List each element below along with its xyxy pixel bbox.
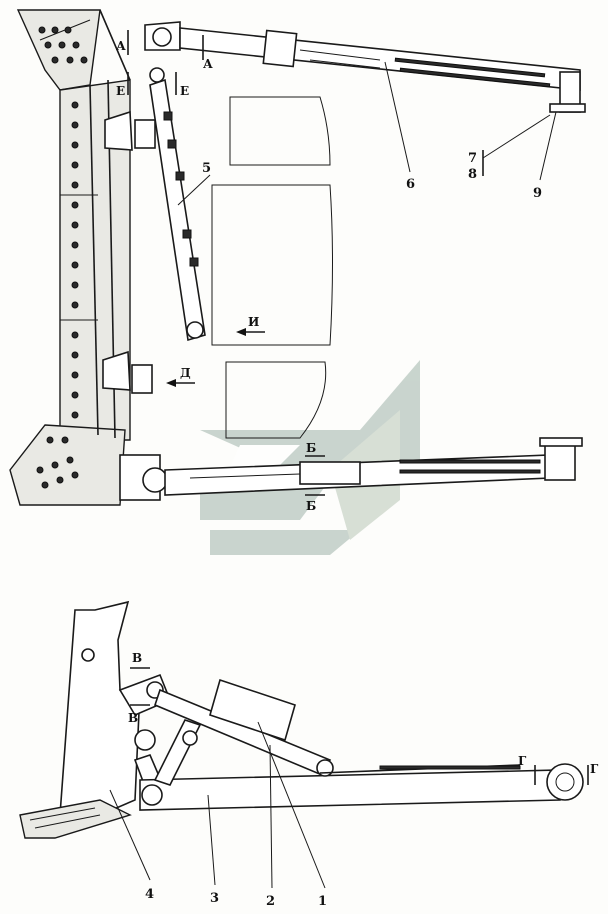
side-view: В В Г Г 1 2 3 4: [19, 600, 599, 909]
view-label: Д: [180, 366, 191, 380]
section-label: Б: [306, 499, 316, 513]
section-marker-G-left: Г: [518, 754, 536, 785]
section-marker-E-right: Е: [175, 72, 189, 98]
leader-2: [269, 744, 273, 889]
view-label: И: [248, 315, 259, 329]
leader-78: [482, 114, 551, 159]
upper-push-arm: [144, 21, 586, 113]
section-marker-A-right: А: [202, 35, 213, 71]
section-marker-V-top: В: [130, 651, 150, 669]
cabin-outline: [211, 96, 333, 439]
top-view: А А Е Е И Д Б Б: [9, 9, 586, 513]
callout-2: 2: [266, 894, 275, 909]
callout-6: 6: [406, 177, 415, 192]
section-marker-A-left: А: [116, 30, 129, 55]
section-label: Г: [518, 754, 527, 768]
blade-side: [59, 600, 141, 816]
valve-box: [209, 678, 296, 742]
leader-6: [384, 61, 411, 173]
push-arm-side: [139, 769, 561, 811]
brace-5: [149, 67, 206, 342]
callout-8: 8: [468, 167, 477, 182]
callout-9: 9: [533, 186, 542, 201]
view-arrow-I: И: [236, 315, 265, 336]
section-marker-B-top: Б: [305, 441, 325, 457]
section-marker-B-bottom: Б: [305, 494, 325, 513]
callout-3: 3: [210, 891, 219, 906]
leader-5: [177, 174, 211, 206]
leader-4: [109, 789, 151, 881]
blade-top-view: [9, 9, 156, 506]
view-arrow-D: Д: [166, 366, 195, 387]
leader-1: [257, 721, 326, 889]
section-marker-G-right: Г: [587, 762, 599, 785]
section-label: В: [128, 711, 138, 725]
leader-9: [539, 111, 557, 181]
callout-5: 5: [202, 161, 211, 176]
section-marker-V-bottom: В: [128, 704, 150, 725]
section-label: Б: [306, 441, 316, 455]
section-marker-E-left: Е: [116, 72, 129, 98]
callout-4: 4: [145, 887, 154, 902]
section-label: А: [203, 57, 213, 71]
section-label: Г: [590, 762, 599, 776]
leader-3: [207, 794, 216, 886]
callout-7: 7: [468, 151, 477, 166]
section-label: А: [116, 39, 126, 53]
section-label: Е: [180, 84, 189, 98]
callout-1: 1: [318, 894, 327, 909]
section-label: Е: [116, 84, 125, 98]
section-label: В: [132, 651, 142, 665]
watermark-logo: [200, 360, 420, 555]
lower-push-arm: [119, 437, 583, 501]
